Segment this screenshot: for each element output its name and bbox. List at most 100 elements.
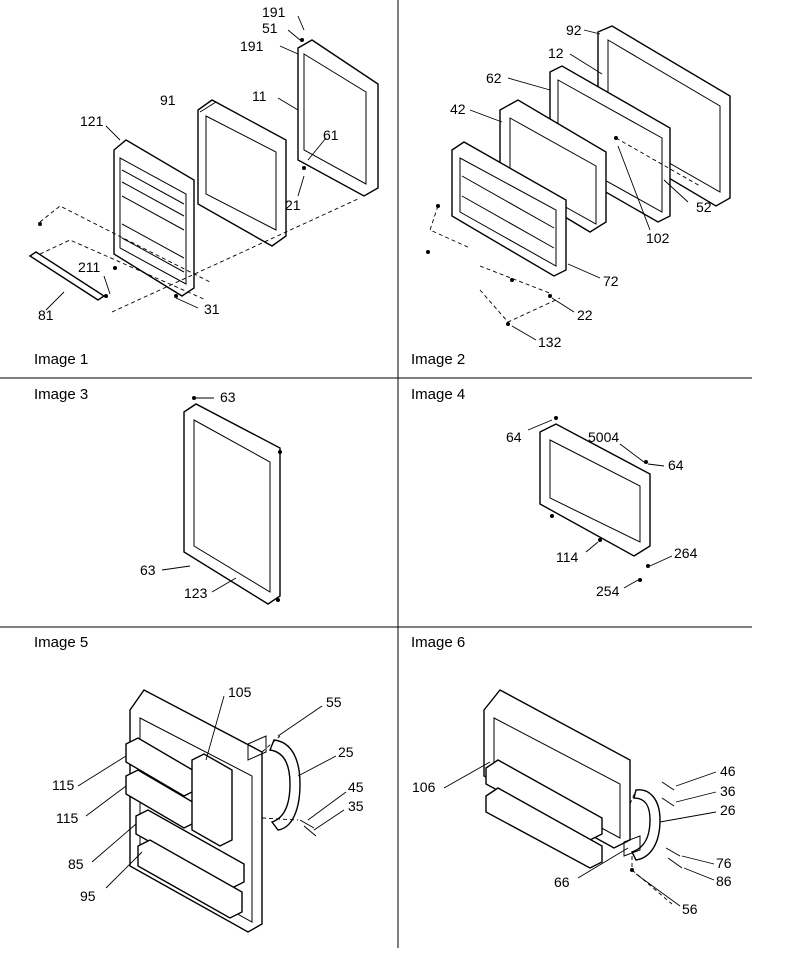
- callout-114: 114: [556, 549, 579, 565]
- screw-45: [299, 819, 315, 829]
- screw-marker-10: [548, 294, 552, 298]
- panel-11-inner: [303, 53, 367, 185]
- leader-25: [297, 755, 337, 777]
- gasket-frame-inner: [193, 419, 271, 593]
- callout-95: 95: [80, 888, 96, 904]
- callout-254: 254: [596, 583, 620, 599]
- door-121-shelf-4: [121, 223, 185, 259]
- screw-marker-21: [638, 578, 642, 582]
- screw-marker-8: [426, 250, 430, 254]
- door-72-shelf-1: [461, 175, 555, 229]
- screw-marker-6: [302, 166, 306, 170]
- screw-marker-20: [646, 564, 650, 568]
- screw-marker-16: [554, 416, 558, 420]
- callout-11: 11: [252, 88, 267, 104]
- screw-86: [667, 857, 683, 869]
- leader-62: [507, 77, 551, 91]
- callout-76: 76: [716, 855, 732, 871]
- callout-115a: 115: [52, 777, 75, 793]
- callout-211: 211: [78, 259, 101, 275]
- leader-264: [649, 555, 673, 567]
- leader-63b: [161, 565, 191, 571]
- leader-35: [313, 809, 345, 831]
- leader-55: [277, 705, 323, 737]
- callout-5004: 5004: [588, 429, 619, 445]
- door-121-shelf-1: [121, 169, 185, 205]
- bin-small: [191, 753, 233, 847]
- callout-62: 62: [486, 70, 502, 86]
- bracket-55: [247, 735, 267, 761]
- drawer-106-rail-lower: [485, 787, 603, 869]
- callout-121: 121: [80, 113, 104, 129]
- door-121-shelf-3: [121, 195, 185, 231]
- callout-191a: 191: [262, 4, 286, 20]
- caption-image-5: Image 5: [34, 634, 88, 651]
- leader-76: [681, 855, 715, 865]
- leader-26: [659, 811, 717, 823]
- leader-92: [583, 29, 601, 35]
- leader-11: [277, 97, 299, 111]
- callout-91: 91: [160, 92, 176, 108]
- liner-42-inner: [509, 117, 597, 225]
- shelf-95: [137, 839, 243, 919]
- screw-35: [303, 825, 317, 837]
- door-105-inner: [139, 717, 253, 923]
- drawer-106-rail-upper: [485, 759, 603, 841]
- leader-72: [567, 263, 601, 279]
- screw-marker-2: [113, 266, 117, 270]
- leader-22: [551, 297, 575, 313]
- leader-85: [91, 823, 137, 863]
- screw-marker-17: [644, 460, 648, 464]
- screw-marker-14: [276, 598, 280, 602]
- caption-image-4: Image 4: [411, 386, 465, 403]
- screw-46: [661, 781, 675, 791]
- callout-55: 55: [326, 694, 342, 710]
- dash-5b: [261, 817, 299, 821]
- leader-64a: [527, 419, 553, 431]
- callout-21: 21: [285, 197, 301, 213]
- callout-105: 105: [228, 684, 252, 700]
- callout-36: 36: [720, 783, 736, 799]
- leader-86: [683, 867, 715, 881]
- caption-image-3: Image 3: [34, 386, 88, 403]
- panel-image-5: 105 55 25 115 115 45 35 85 95 Image 5: [34, 634, 364, 933]
- callout-31: 31: [204, 301, 220, 317]
- door-121-inner: [119, 157, 187, 285]
- caption-image-6: Image 6: [411, 634, 465, 651]
- dash-2b: [479, 265, 553, 295]
- handle-25: [269, 739, 301, 831]
- callout-102: 102: [646, 230, 670, 246]
- door-72-outer: [451, 141, 567, 277]
- panel-11-frame: [297, 39, 379, 197]
- door-72-shelf-2: [461, 195, 555, 249]
- leader-45: [307, 791, 347, 821]
- callout-26: 26: [720, 802, 736, 818]
- callout-106: 106: [412, 779, 436, 795]
- callout-64a: 64: [506, 429, 522, 445]
- leader-21: [297, 175, 305, 197]
- callout-25: 25: [338, 744, 354, 760]
- callout-52: 52: [696, 199, 712, 215]
- screw-marker-4: [174, 294, 178, 298]
- callout-81: 81: [38, 307, 54, 323]
- leader-46: [675, 771, 717, 787]
- callout-51: 51: [262, 20, 278, 36]
- dash-2c: [479, 289, 561, 323]
- callout-132: 132: [538, 334, 562, 350]
- panel-image-4: 64 5004 64 114 264 254 Image 4: [411, 386, 698, 599]
- bracket-66: [623, 835, 641, 857]
- callout-66: 66: [554, 874, 570, 890]
- leader-61: [307, 137, 327, 161]
- leader-12: [569, 53, 603, 75]
- callout-63a: 63: [220, 389, 236, 405]
- leader-66: [577, 847, 629, 879]
- door-72-inner: [459, 157, 557, 267]
- screw-marker-5: [300, 38, 304, 42]
- leader-56: [635, 873, 681, 907]
- screw-marker-19: [598, 538, 602, 542]
- dash-1a: [39, 205, 211, 283]
- door-121-shelf-2: [121, 181, 185, 217]
- leader-106: [443, 761, 491, 789]
